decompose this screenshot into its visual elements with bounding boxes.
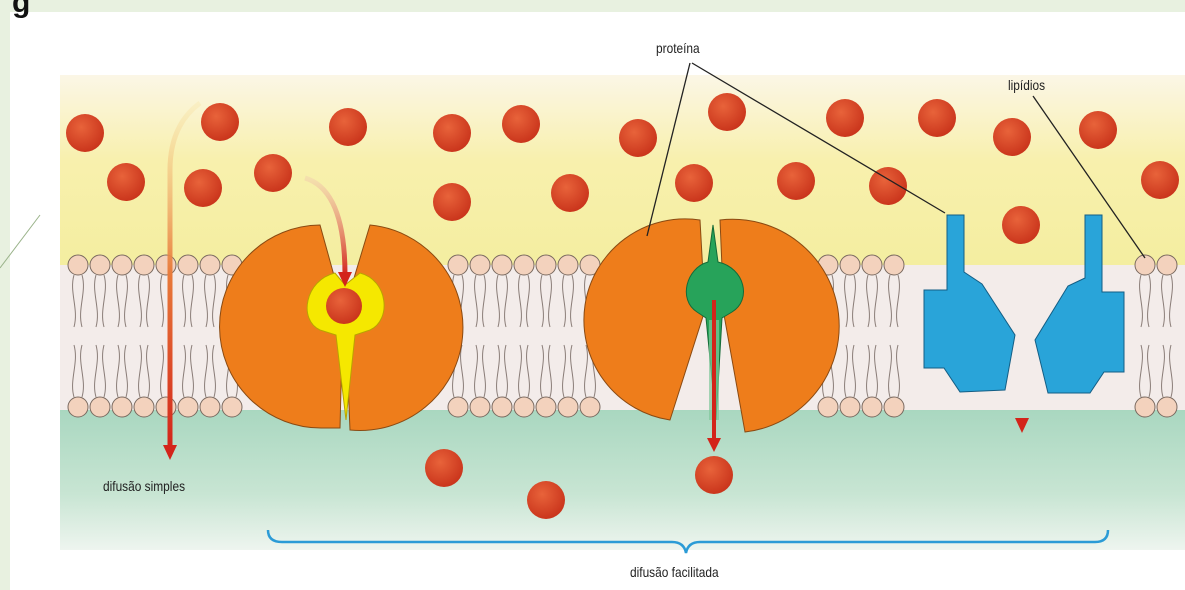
solute-molecule bbox=[1141, 161, 1179, 199]
solute-molecule bbox=[425, 449, 463, 487]
solute-molecule bbox=[329, 108, 367, 146]
solute-molecule bbox=[527, 481, 565, 519]
solute-molecule bbox=[869, 167, 907, 205]
solute-molecule bbox=[433, 183, 471, 221]
intracellular-fluid bbox=[60, 410, 1185, 550]
solute-molecule bbox=[675, 164, 713, 202]
solute-molecule bbox=[777, 162, 815, 200]
facilitated-diffusion-label: difusão facilitada bbox=[630, 564, 719, 580]
solute-molecule bbox=[1079, 111, 1117, 149]
solute-molecule bbox=[619, 119, 657, 157]
solute-molecule bbox=[918, 99, 956, 137]
solute-molecule bbox=[254, 154, 292, 192]
solute-molecule bbox=[695, 456, 733, 494]
solute-molecule bbox=[107, 163, 145, 201]
solute-molecule bbox=[993, 118, 1031, 156]
slide-decoration-line bbox=[0, 215, 40, 268]
solute-molecule bbox=[826, 99, 864, 137]
bound-molecule-yellow bbox=[326, 288, 362, 324]
solute-molecule bbox=[502, 105, 540, 143]
solute-molecule bbox=[551, 174, 589, 212]
solute-molecule bbox=[66, 114, 104, 152]
solute-molecule bbox=[433, 114, 471, 152]
protein-label: proteína bbox=[656, 40, 700, 56]
solute-molecule bbox=[201, 103, 239, 141]
solute-molecule bbox=[1002, 206, 1040, 244]
solute-molecule bbox=[184, 169, 222, 207]
solute-molecule bbox=[708, 93, 746, 131]
lipid-label: lipídios bbox=[1008, 77, 1045, 93]
simple-diffusion-label: difusão simples bbox=[103, 478, 185, 494]
